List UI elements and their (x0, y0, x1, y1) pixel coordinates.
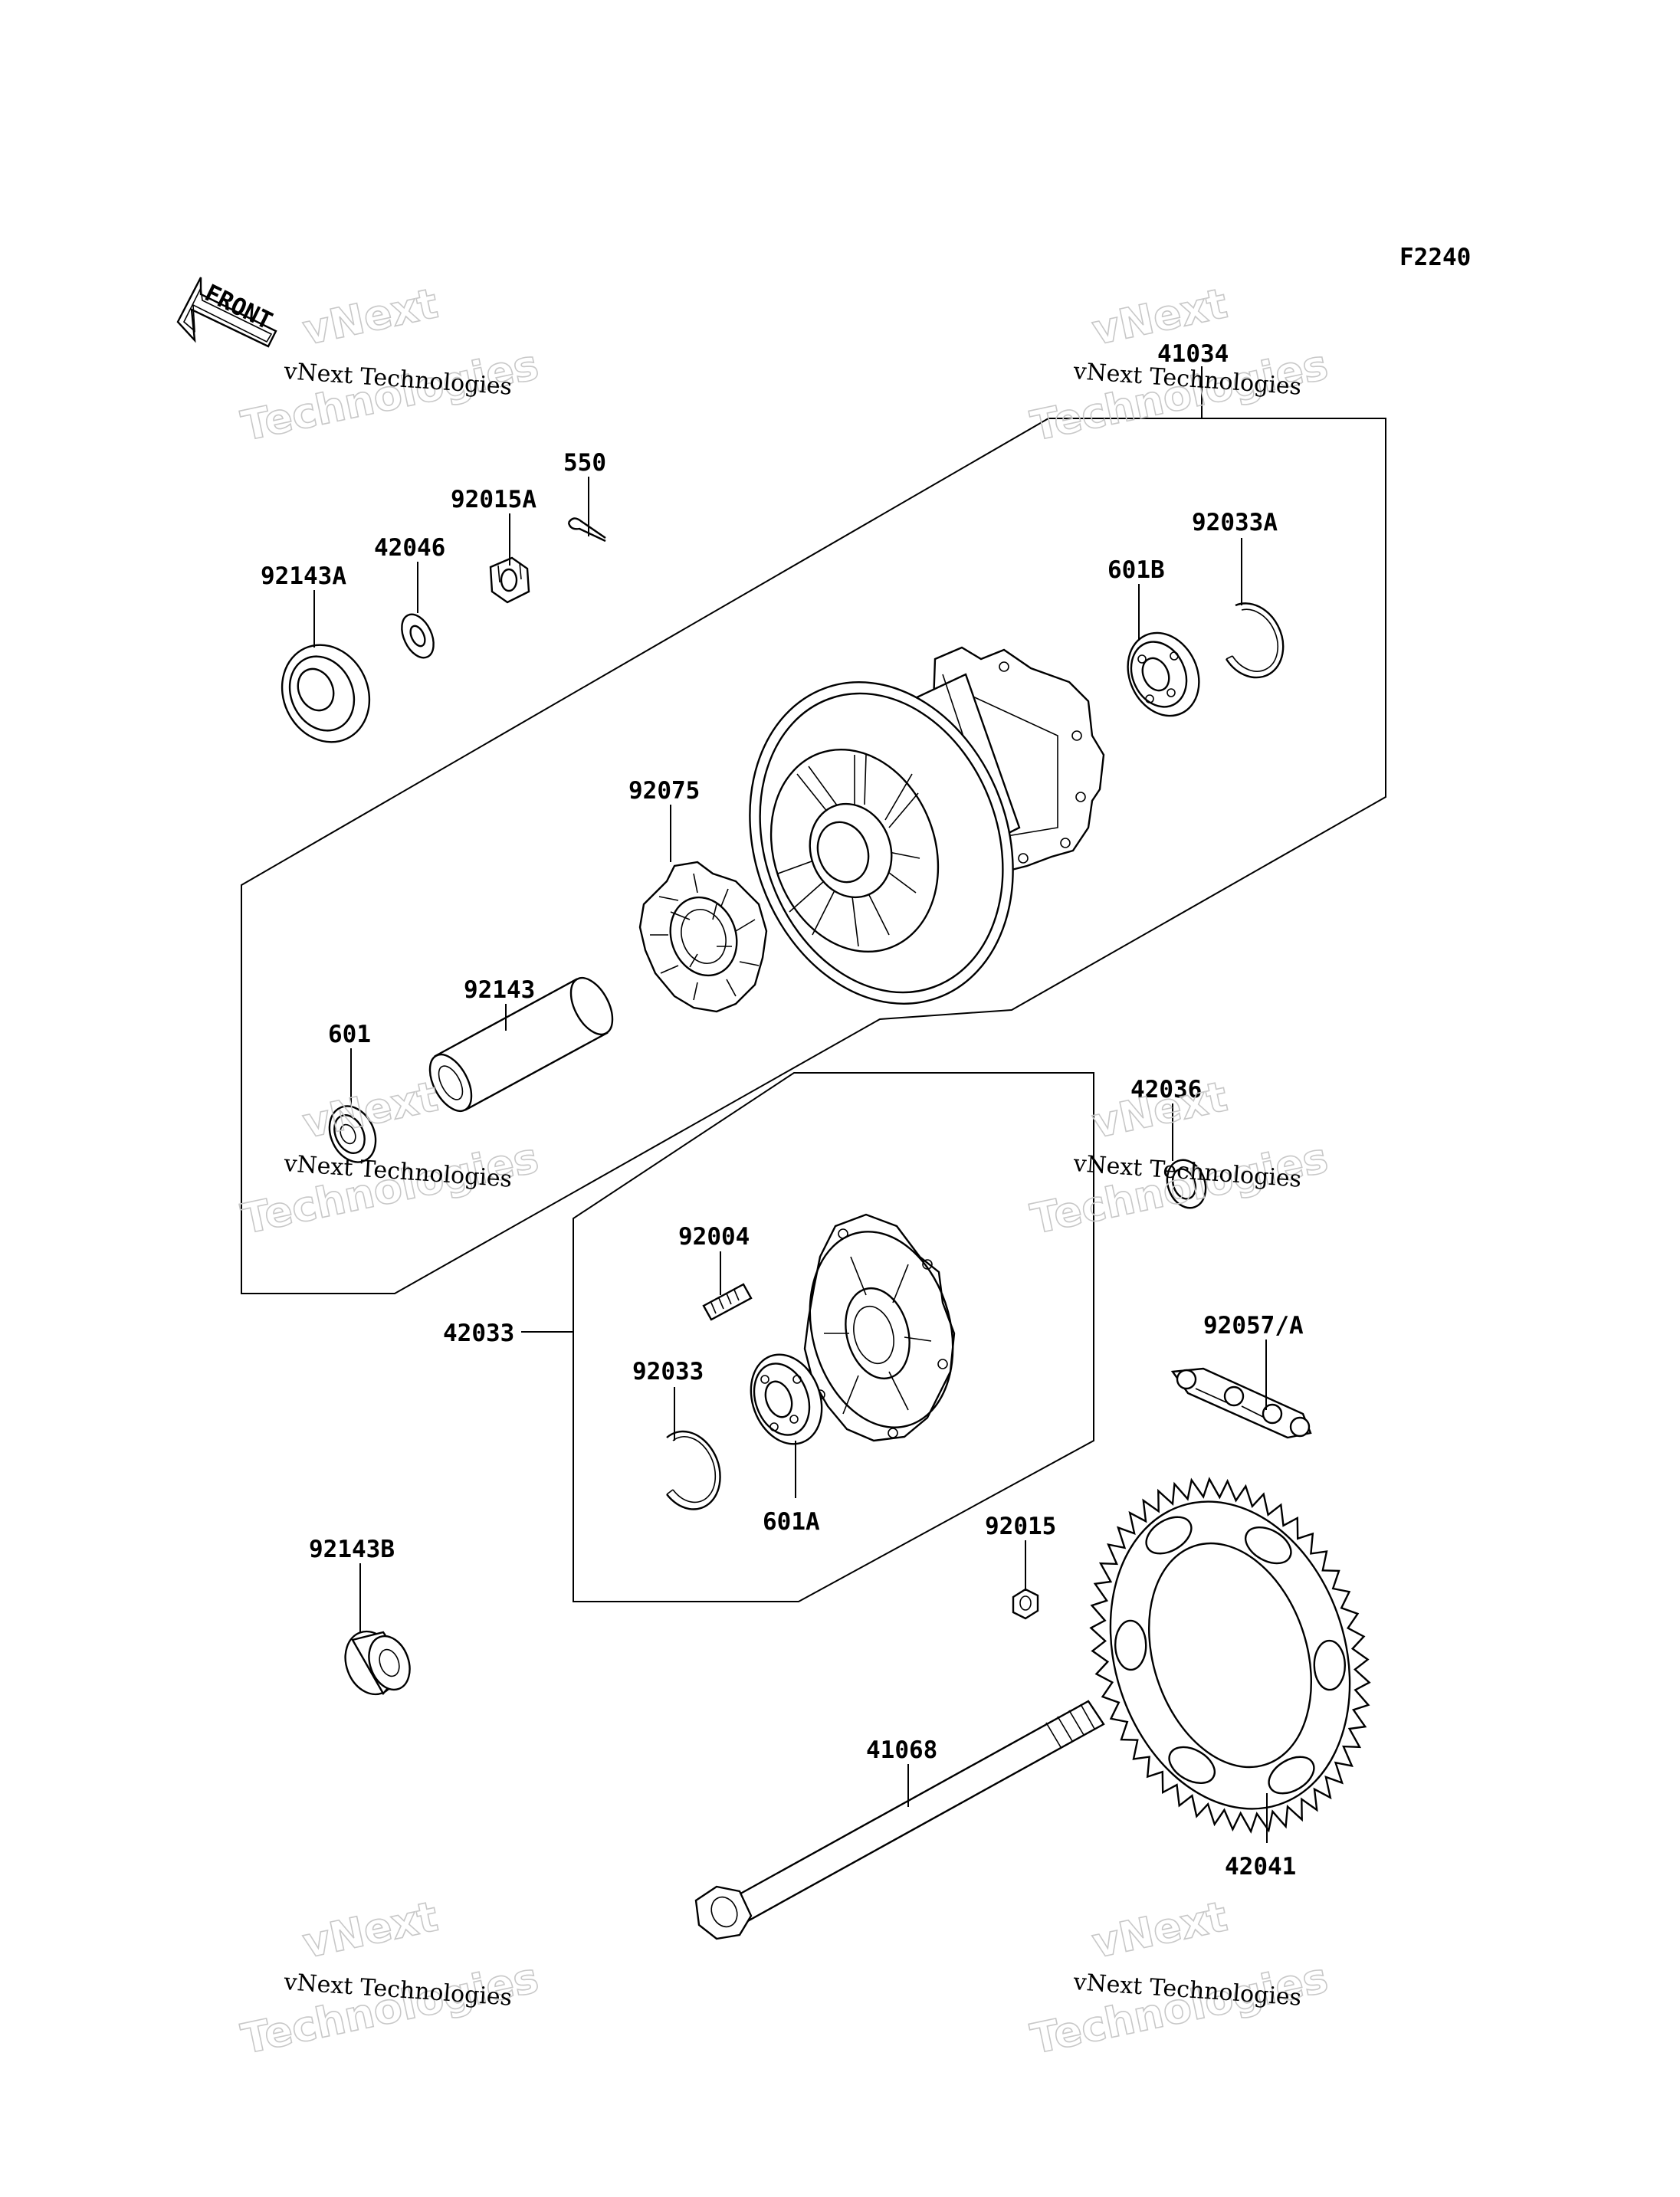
label-41034: 41034 (1157, 340, 1229, 368)
hub-assembly-outline (241, 418, 1386, 1294)
watermark-bottom-right: vNext Technologies vNext Technologies (1026, 1891, 1333, 2064)
wheel-hub (749, 646, 1105, 1005)
washer-42046 (401, 613, 435, 659)
watermark-bottom-left: vNext Technologies vNext Technologies (237, 1891, 543, 2064)
sprocket-lightening-hole (1114, 1619, 1147, 1671)
front-arrow-icon: FRONT (176, 277, 277, 348)
nut-92015 (1012, 1588, 1039, 1620)
circlip-92033a (1225, 602, 1285, 679)
label-92004: 92004 (678, 1223, 750, 1251)
leader-lines (313, 366, 1268, 1843)
part-labels: 41034 550 92015A 42046 92143A 601B 92033… (261, 340, 1304, 1881)
label-92057a: 92057/A (1203, 1312, 1304, 1340)
label-601: 601 (328, 1021, 371, 1048)
diagram-code: F2240 (1399, 244, 1471, 271)
nut-92015a (489, 556, 530, 604)
watermark-top-left: vNext Technologies vNext Technologies (237, 278, 543, 451)
label-92015a: 92015A (451, 486, 536, 513)
label-42036: 42036 (1130, 1076, 1202, 1103)
label-92143a: 92143A (261, 562, 346, 590)
watermark-top-right: vNext Technologies vNext Technologies (1026, 278, 1333, 451)
bearing-601b (1127, 631, 1200, 717)
circlip-92033 (666, 1430, 721, 1510)
label-601a: 601A (763, 1508, 820, 1536)
bearing-601a (750, 1353, 823, 1445)
watermark-big-name: vNext (299, 1892, 442, 1968)
label-550: 550 (563, 449, 606, 477)
sprocket-42041 (1089, 1477, 1371, 1834)
sprocket-lightening-hole (1145, 1516, 1193, 1555)
collar-42036 (1166, 1159, 1207, 1209)
label-92033a: 92033A (1192, 509, 1278, 536)
watermark-mid-right: vNext Technologies vNext Technologies (1026, 1071, 1333, 1244)
label-42046: 42046 (374, 534, 445, 562)
label-42033: 42033 (443, 1320, 514, 1347)
sprocket-lightening-hole (1313, 1639, 1347, 1691)
sprocket-hub (803, 1213, 956, 1442)
collar-92143 (428, 977, 614, 1112)
label-41068: 41068 (866, 1736, 937, 1764)
label-92015: 92015 (985, 1513, 1056, 1540)
label-42041: 42041 (1225, 1853, 1296, 1881)
watermark-mid-left: vNext Technologies vNext Technologies (237, 1071, 543, 1244)
chain-92057a (1170, 1367, 1312, 1439)
sprocket-hub-outline (573, 1072, 1094, 1602)
front-label: FRONT (200, 279, 277, 335)
axle-41068 (694, 1700, 1105, 1940)
watermark-big-name: vNext (1088, 1892, 1232, 1968)
damper-92075 (638, 861, 768, 1013)
label-92075: 92075 (628, 777, 700, 805)
sprocket-lightening-hole (1168, 1746, 1216, 1785)
label-601b: 601B (1107, 556, 1165, 584)
collar-92143b (344, 1630, 411, 1696)
cotter-pin-550 (567, 517, 606, 543)
watermark-big-name: vNext (299, 279, 442, 355)
label-92143b: 92143B (309, 1536, 395, 1563)
label-92143: 92143 (464, 976, 535, 1004)
collar-92143a (281, 644, 371, 743)
bearing-601 (328, 1105, 377, 1163)
sprocket-lightening-hole (1268, 1756, 1315, 1795)
stud-92004 (702, 1283, 753, 1321)
sprocket-lightening-hole (1245, 1526, 1292, 1565)
label-92033: 92033 (632, 1358, 704, 1385)
